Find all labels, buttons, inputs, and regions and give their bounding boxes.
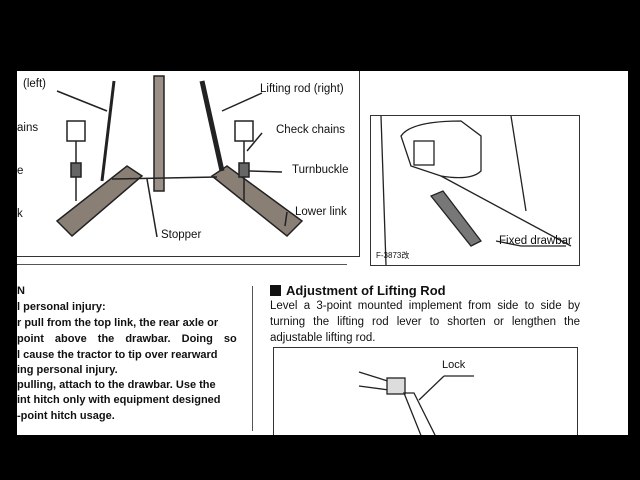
divider (17, 264, 347, 265)
warning-line: r pull from the top link, the rear axle … (17, 317, 219, 329)
warning-line: int hitch only with equipment designed (17, 394, 221, 406)
hitch-illustration (55, 75, 304, 238)
section-title: Adjustment of Lifting Rod (286, 283, 446, 298)
drawbar-figure: Fixed drawbar F-3873改 (370, 115, 580, 266)
label-stopper: Stopper (161, 229, 202, 241)
label-lifting-rod-right: Lifting rod (right) (260, 83, 344, 95)
section-body-line: turning the lifting rod lever to shorten… (270, 316, 580, 328)
warning-line: ing personal injury. (17, 364, 118, 376)
lock-illustration (358, 371, 474, 435)
label-fixed-drawbar: Fixed drawbar (499, 235, 572, 247)
label-lower-link-right: Lower link (295, 206, 347, 218)
warning-line: -point hitch usage. (17, 410, 115, 422)
column-divider (252, 286, 253, 431)
warning-line: point above the drawbar. Doing so (17, 333, 237, 345)
warning-line: l personal injury: (17, 301, 106, 313)
bullet-square-icon (270, 285, 281, 296)
manual-page: (left) Lifting rod (right) ains Check ch… (17, 71, 628, 435)
warning-line: l cause the tractor to tip over rearward (17, 349, 218, 361)
label-check-chains-left: ains (17, 122, 39, 134)
label-check-chains-right: Check chains (276, 124, 346, 136)
drawbar-illustration (380, 116, 572, 265)
label-lock: Lock (442, 359, 466, 371)
section-heading: Adjustment of Lifting Rod (270, 283, 446, 298)
label-turnbuckle-right: Turnbuckle (292, 164, 349, 176)
label-lower-link-left: k (17, 208, 23, 220)
hitch-figure: (left) Lifting rod (right) ains Check ch… (17, 71, 360, 257)
figure-id: F-3873改 (376, 251, 410, 260)
warning-heading: N (17, 285, 25, 297)
section-body-line: Level a 3-point mounted implement from s… (270, 300, 580, 312)
section-body-line: adjustable lifting rod. (270, 332, 376, 344)
lock-figure: Lock (273, 347, 578, 435)
warning-line: pulling, attach to the drawbar. Use the (17, 379, 216, 391)
label-turnbuckle-left: e (17, 165, 24, 177)
label-lifting-rod-left: (left) (23, 78, 46, 90)
